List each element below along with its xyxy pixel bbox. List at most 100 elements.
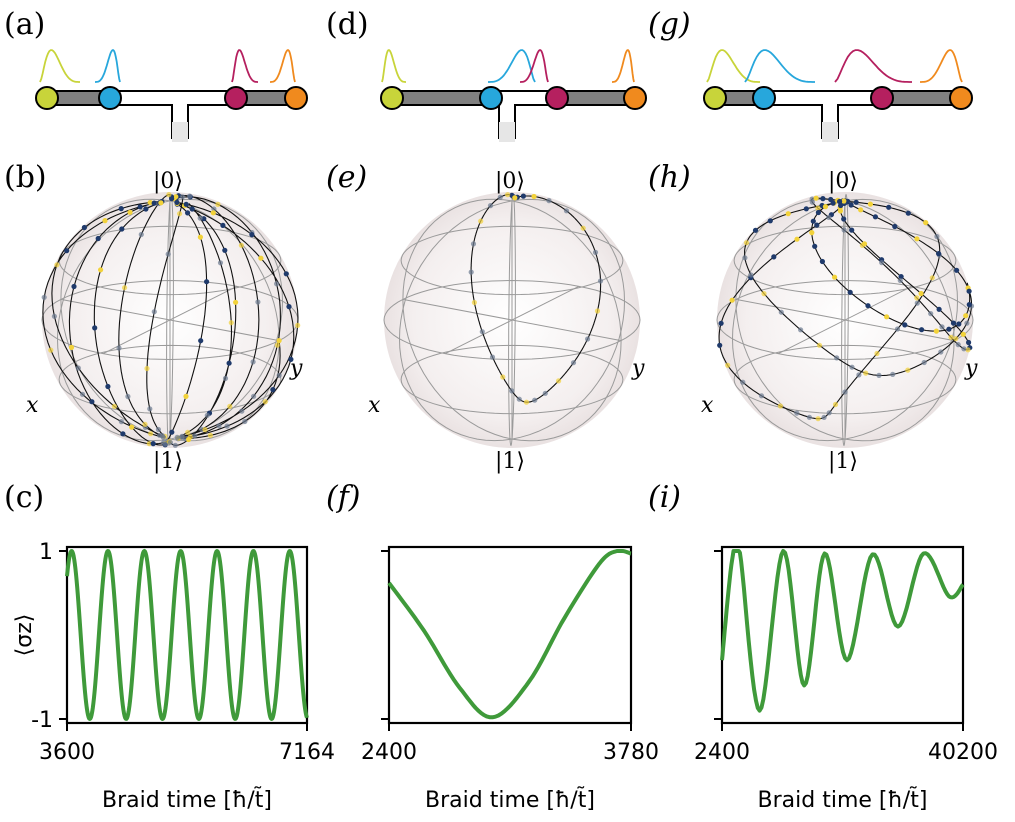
trajectory-point [75, 365, 81, 371]
trajectory-point [798, 327, 804, 333]
trajectory-point [961, 346, 967, 352]
trajectory-point [54, 262, 60, 268]
trajectory-point [594, 308, 601, 314]
trajectory-point [207, 432, 213, 438]
trajectory-point [177, 211, 183, 217]
trajectory-point [89, 399, 95, 405]
schematic [35, 49, 308, 142]
trajectory-point [725, 362, 731, 368]
trajectory-point [224, 423, 230, 429]
bloch-sphere: |0⟩|1⟩xy [368, 169, 645, 474]
trajectory-point [479, 329, 485, 335]
sigma-z-curve [720, 549, 965, 713]
trajectory-point [849, 364, 855, 370]
trajectory-point [812, 243, 818, 249]
trajectory-point [120, 431, 126, 437]
trajectory-point [963, 313, 969, 319]
trajectory-point [276, 372, 282, 378]
trajectory-point [815, 209, 822, 216]
majorana-mode-1 [35, 86, 59, 110]
wavefunction-peak [270, 49, 296, 83]
stem-fade [822, 122, 838, 142]
trajectory-point [119, 226, 125, 232]
trajectory-point [239, 408, 245, 414]
wavefunction-peak [706, 49, 760, 83]
stem-fade [499, 122, 515, 142]
trajectory-point [183, 201, 189, 207]
trajectory-point [556, 378, 562, 384]
trajectory-point [965, 347, 971, 353]
trajectory-point [173, 194, 179, 200]
majorana-mode-4 [623, 86, 647, 110]
trajectory-point [890, 371, 896, 377]
trajectory-point [934, 233, 940, 240]
trajectory-point [914, 295, 920, 301]
majorana-mode-1 [380, 86, 404, 110]
trajectory-point [276, 338, 282, 344]
trajectory-point [785, 211, 791, 217]
trajectory-point [884, 314, 890, 320]
trajectory-point [950, 320, 957, 326]
trajectory-point [585, 336, 591, 342]
trajectory-point [953, 336, 959, 342]
wire-segment [557, 92, 635, 104]
trajectory-point [238, 242, 244, 248]
trajectory-point [819, 258, 826, 265]
trajectory-point [487, 203, 494, 209]
trajectory-point [954, 267, 960, 273]
trajectory-point [189, 206, 195, 212]
trajectory-point [752, 227, 759, 233]
wavefunction-peak [488, 49, 536, 83]
trajectory-point [167, 439, 173, 446]
trajectory-point [48, 347, 54, 353]
trajectory-point [964, 320, 970, 326]
trajectory-point [71, 283, 77, 290]
trajectory-point [151, 309, 157, 315]
trajectory-point [95, 235, 101, 242]
trajectory-point [946, 326, 952, 332]
trajectory-point [249, 232, 255, 238]
trajectory-point [919, 327, 925, 333]
y-axis-label: y [289, 356, 303, 381]
trajectory-point [810, 218, 816, 224]
ket-one-label: |1⟩ [828, 449, 858, 474]
panel-label-d: (d) [326, 7, 369, 42]
trajectory-point [222, 247, 228, 253]
ket-one-label: |1⟩ [153, 449, 183, 474]
wavefunction-peak [39, 49, 80, 83]
trajectory-point [832, 401, 839, 408]
trajectory-point [274, 342, 280, 348]
bloch-sphere: |0⟩|1⟩xy [26, 169, 303, 474]
trajectory-point [172, 442, 178, 448]
trajectory-point [468, 269, 474, 275]
x-axis-label: x [368, 393, 381, 418]
trajectory-point [516, 396, 522, 402]
trajectory-point [233, 299, 239, 305]
wire-segment [47, 92, 110, 104]
trajectory-point [858, 207, 864, 213]
trajectory-point [955, 342, 961, 348]
trajectory-point [148, 431, 154, 437]
trajectory-point [118, 419, 124, 425]
trajectory-point [867, 201, 874, 207]
trajectory-point [914, 300, 920, 306]
trajectory-point [166, 192, 172, 198]
trajectory-point [826, 410, 832, 416]
y-tick-label: -1 [31, 708, 53, 733]
trajectory-point [162, 441, 168, 447]
x-axis-label: x [26, 393, 39, 418]
trajectory-point [898, 274, 904, 280]
trajectory-point [761, 291, 767, 297]
trajectory-point [849, 227, 855, 233]
trajectory-point [179, 194, 186, 200]
wavefunction-peak [231, 49, 258, 83]
trajectory-point [542, 390, 548, 396]
trajectory-point [216, 423, 222, 429]
trajectory-point [777, 403, 784, 409]
trajectory-point [105, 383, 111, 390]
trajectory-point [295, 322, 301, 328]
trajectory-point [41, 294, 47, 300]
trajectory-point [127, 209, 133, 215]
